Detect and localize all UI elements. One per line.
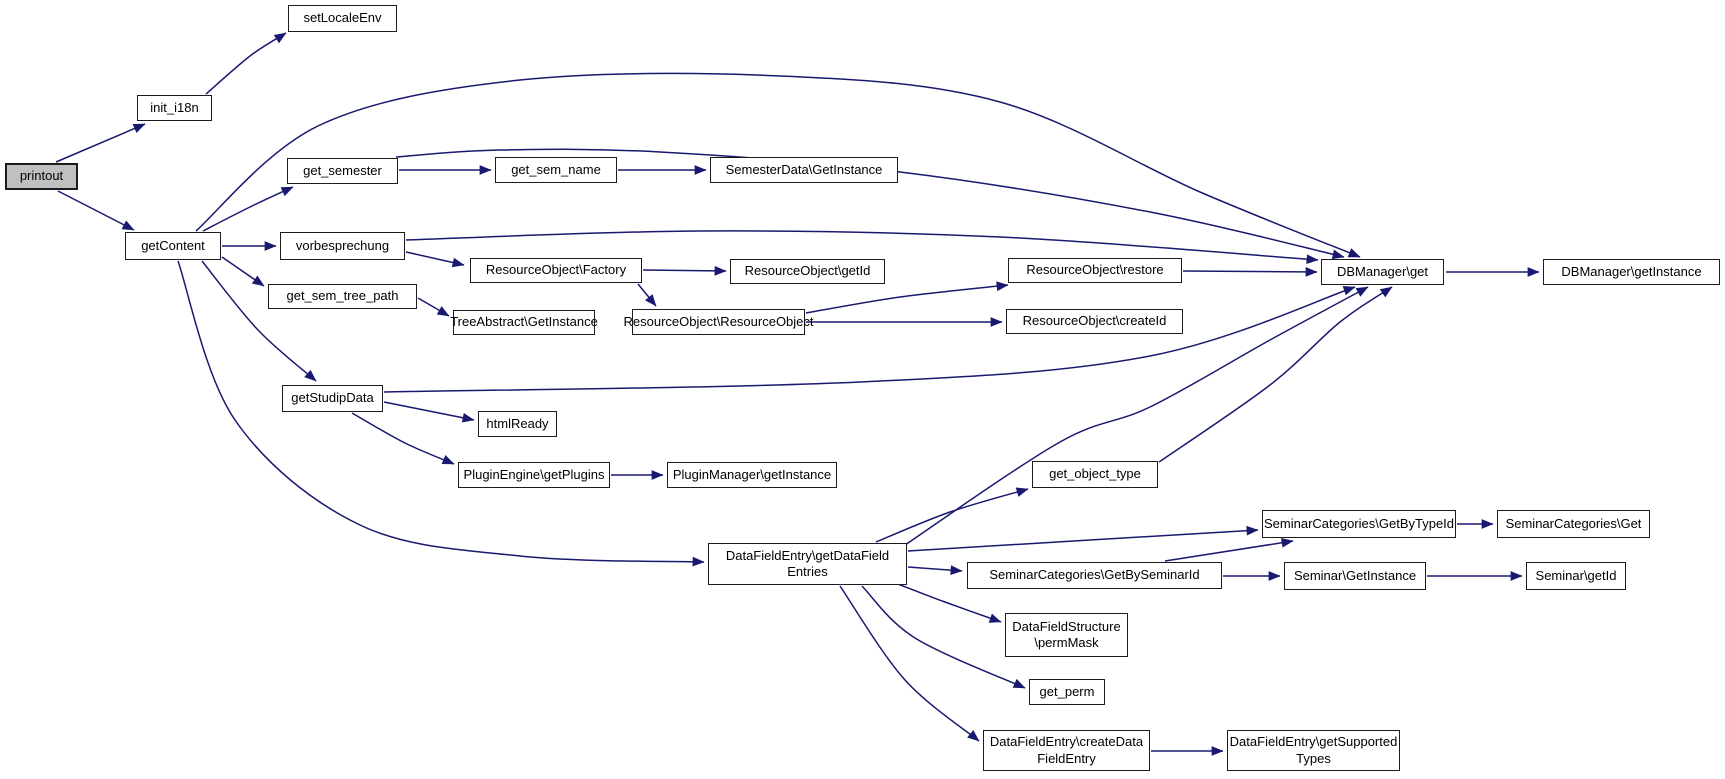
edge-datafieldentry_getdatafieldentries-to-dbmanager_get bbox=[904, 286, 1369, 546]
node-dbmanager_getinstance[interactable]: DBManager\getInstance bbox=[1543, 259, 1720, 285]
edge-resourceobject_resourceobject-to-resourceobject_restore bbox=[805, 281, 1009, 314]
edge-vorbesprechung-to-resourceobject_factory bbox=[405, 251, 465, 268]
node-datafieldstructure_permmask[interactable]: DataFieldStructure \permMask bbox=[1005, 613, 1128, 657]
edge-getcontent-to-dbmanager_get bbox=[195, 72, 1361, 258]
edge-datafieldentry_getdatafieldentries-to-datafieldentry_createdatafieldentry bbox=[839, 585, 980, 742]
edge-datafieldentry_getdatafieldentries-to-get_object_type bbox=[875, 487, 1029, 543]
node-seminarcategories_get[interactable]: SeminarCategories\Get bbox=[1497, 510, 1650, 538]
node-resourceobject_factory[interactable]: ResourceObject\Factory bbox=[470, 258, 642, 283]
node-datafieldentry_createdatafieldentry[interactable]: DataFieldEntry\createData FieldEntry bbox=[983, 730, 1150, 771]
node-datafieldentry_getdatafieldentries[interactable]: DataFieldEntry\getDataField Entries bbox=[708, 543, 907, 585]
edge-getcontent-to-get_semester bbox=[202, 186, 294, 232]
node-resourceobject_createid[interactable]: ResourceObject\createId bbox=[1006, 309, 1183, 334]
node-htmlready[interactable]: htmlReady bbox=[478, 411, 557, 437]
node-get_sem_tree_path[interactable]: get_sem_tree_path bbox=[268, 284, 417, 309]
node-get_object_type[interactable]: get_object_type bbox=[1032, 461, 1158, 488]
edge-vorbesprechung-to-dbmanager_get bbox=[405, 230, 1319, 265]
edge-datafieldentry_getdatafieldentries-to-seminarcategories_getbyseminarid bbox=[907, 565, 963, 576]
edge-getcontent-to-datafieldentry_getdatafieldentries bbox=[177, 260, 705, 567]
edge-printout-to-init_i18n bbox=[55, 123, 146, 163]
edge-datafieldentry_getdatafieldentries-to-get_perm bbox=[861, 585, 1026, 689]
edge-getcontent-to-get_sem_tree_path bbox=[221, 256, 265, 287]
node-treeabstract_getinstance[interactable]: TreeAbstract\GetInstance bbox=[450, 310, 598, 335]
node-seminarcategories_getbyseminarid[interactable]: SeminarCategories\GetBySeminarId bbox=[967, 562, 1222, 589]
node-seminarcategories_getbytypeid[interactable]: SeminarCategories\GetByTypeId bbox=[1262, 510, 1456, 538]
edge-datafieldentry_getdatafieldentries-to-datafieldstructure_permmask bbox=[897, 583, 1002, 623]
node-get_semester[interactable]: get_semester bbox=[287, 158, 398, 184]
node-seminar_getinstance[interactable]: Seminar\GetInstance bbox=[1284, 562, 1426, 590]
edge-getcontent-to-getstudipdata bbox=[201, 260, 317, 382]
node-getstudipdata[interactable]: getStudipData bbox=[282, 385, 383, 412]
node-setlocaleenv[interactable]: setLocaleEnv bbox=[288, 5, 397, 32]
node-pluginmanager_getinstance[interactable]: PluginManager\getInstance bbox=[667, 462, 837, 488]
node-vorbesprechung[interactable]: vorbesprechung bbox=[280, 232, 405, 260]
node-semesterdata_getinstance[interactable]: SemesterData\GetInstance bbox=[710, 157, 898, 183]
node-init_i18n[interactable]: init_i18n bbox=[137, 95, 212, 121]
edge-getstudipdata-to-dbmanager_get bbox=[383, 286, 1356, 393]
edge-get_sem_tree_path-to-treeabstract_getinstance bbox=[417, 297, 450, 317]
node-resourceobject_resourceobject[interactable]: ResourceObject\ResourceObject bbox=[623, 309, 814, 335]
node-get_sem_name[interactable]: get_sem_name bbox=[495, 157, 617, 183]
node-get_perm[interactable]: get_perm bbox=[1029, 679, 1105, 705]
edge-datafieldentry_getdatafieldentries-to-seminarcategories_getbytypeid bbox=[907, 525, 1259, 552]
edge-resourceobject_factory-to-resourceobject_getid bbox=[642, 265, 727, 276]
edge-getstudipdata-to-htmlready bbox=[383, 401, 475, 423]
edge-resourceobject_factory-to-resourceobject_resourceobject bbox=[637, 283, 657, 307]
node-resourceobject_getid[interactable]: ResourceObject\getId bbox=[730, 259, 885, 284]
node-dbmanager_get[interactable]: DBManager\get bbox=[1321, 259, 1444, 285]
node-printout: printout bbox=[5, 163, 78, 190]
edge-seminarcategories_getbyseminarid-to-seminarcategories_getbytypeid bbox=[1164, 537, 1294, 562]
edge-printout-to-getcontent bbox=[57, 190, 135, 231]
edge-get_object_type-to-dbmanager_get bbox=[1158, 286, 1393, 463]
edge-init_i18n-to-setlocaleenv bbox=[205, 32, 287, 95]
edge-resourceobject_restore-to-dbmanager_get bbox=[1182, 267, 1318, 277]
node-getcontent[interactable]: getContent bbox=[125, 232, 221, 260]
node-seminar_getid[interactable]: Seminar\getId bbox=[1526, 562, 1626, 590]
node-pluginengine_getplugins[interactable]: PluginEngine\getPlugins bbox=[458, 462, 610, 488]
node-resourceobject_restore[interactable]: ResourceObject\restore bbox=[1008, 258, 1182, 283]
node-datafieldentry_getsupportedtypes[interactable]: DataFieldEntry\getSupported Types bbox=[1227, 730, 1400, 771]
edge-getstudipdata-to-pluginengine_getplugins bbox=[351, 412, 455, 465]
